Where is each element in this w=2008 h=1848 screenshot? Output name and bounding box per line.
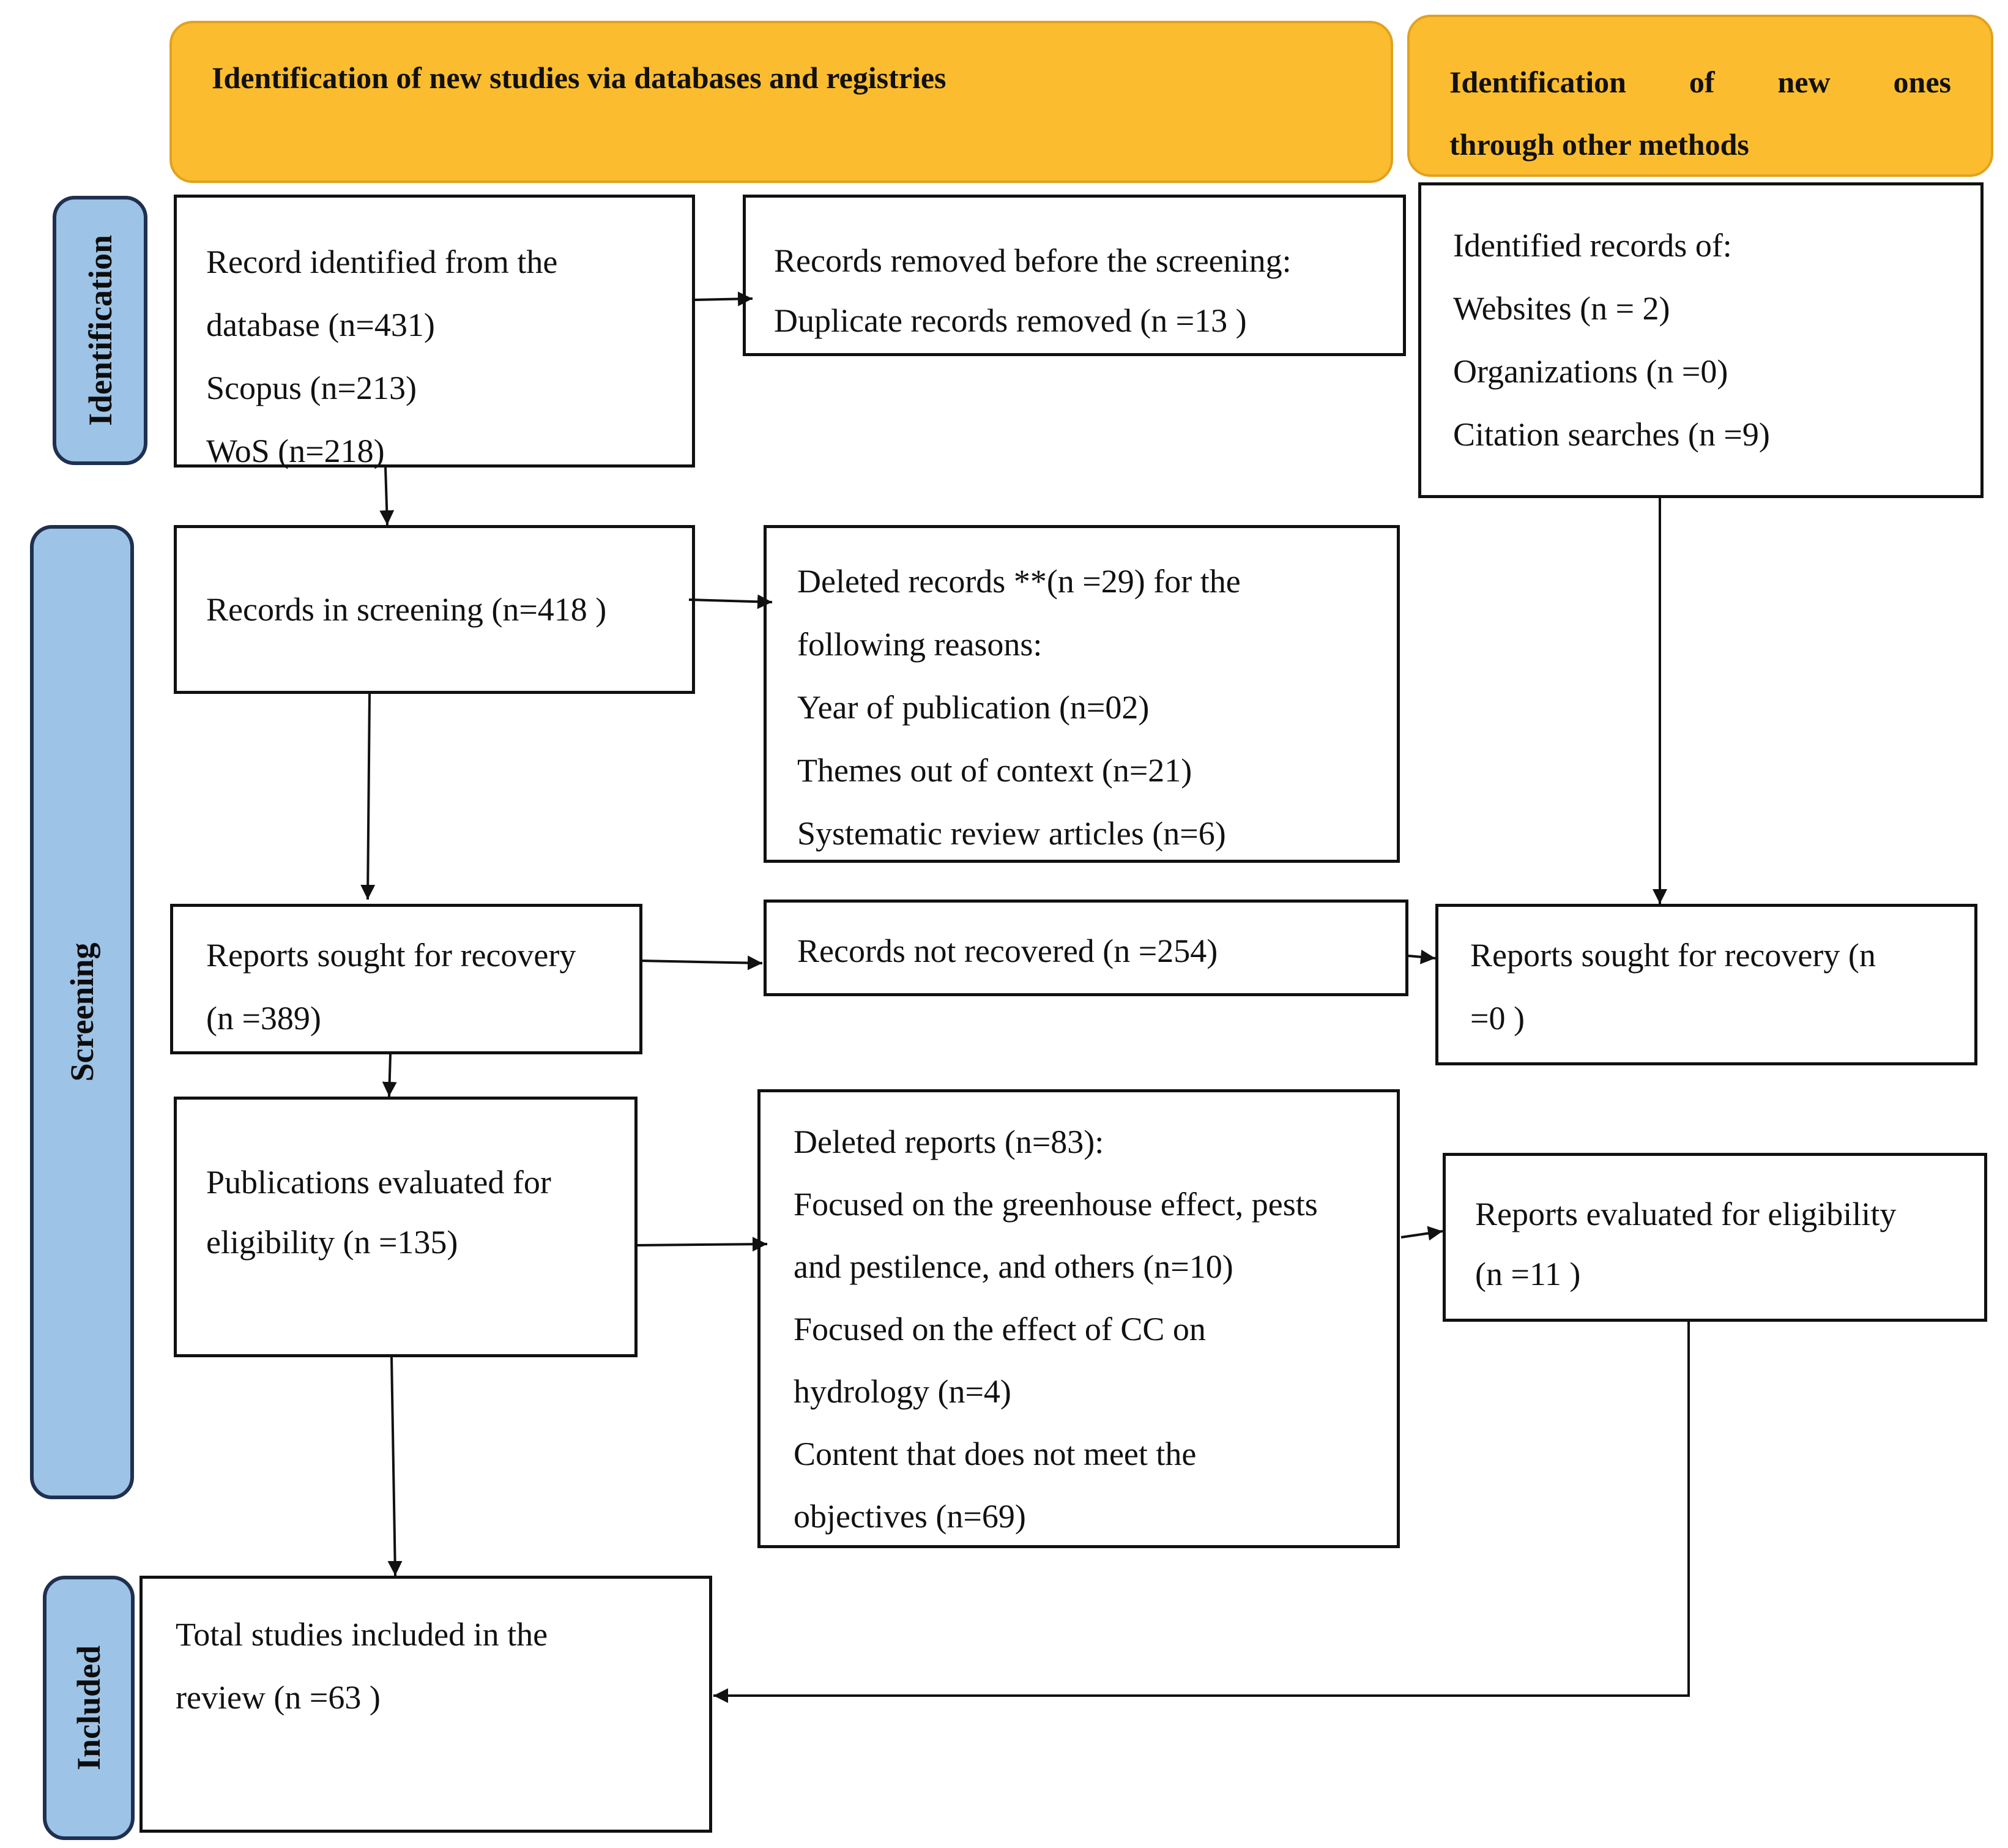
arrow-identified-to-removed [694,291,753,307]
box-text-line: Focused on the effect of CC on [794,1311,1206,1347]
box-text-line: database (n=431) [206,307,435,343]
box-text-line: Websites (n = 2) [1453,290,1670,327]
box-text-line: Deleted records **(n =29) for the [797,563,1241,600]
arrow-sought-to-evaluated [382,1054,397,1097]
box-text-line: Records in screening (n=418 ) [206,591,607,628]
box-record-identified: Record identified from the database (n=4… [174,195,695,469]
box-deleted-reports: Deleted reports (n=83): Focused on the g… [757,1089,1400,1548]
arrow-screening-to-sought [360,693,376,900]
box-text-line: Reports sought for recovery (n [1470,937,1876,974]
arrow-sought-to-not-recovered [639,955,763,971]
box-publications-evaluated: Publications evaluated for eligibility (… [174,1097,638,1357]
arrow-identified-to-screening [379,467,395,526]
box-other-reports-evaluated: Reports evaluated for eligibility (n =11… [1443,1153,1987,1322]
box-not-recovered: Records not recovered (n =254) [764,900,1408,996]
header-other-methods: Identification of new ones through other… [1407,15,1993,177]
box-text-line: hydrology (n=4) [794,1373,1011,1410]
phase-screening: Screening [30,525,134,1499]
arrow-not-recovered-to-other-sought [1408,949,1436,964]
box-text-line: objectives (n=69) [794,1498,1026,1535]
box-text-line: and pestilence, and others (n=10) [794,1248,1233,1285]
box-removed-before-screening: Records removed before the screening: Du… [743,195,1406,356]
box-text-line: Reports sought for recovery [206,937,576,974]
box-text-line: Total studies included in the [176,1616,548,1653]
box-text-line: review (n =63 ) [176,1679,381,1716]
phase-identification: Identification [53,196,147,465]
box-text-line: Identified records of: [1453,227,1732,264]
header-databases: Identification of new studies via databa… [169,21,1393,183]
arrow-deleted-reports-to-other-evaluated [1400,1226,1443,1241]
header-other-methods-line1: Identification of new ones [1449,65,1951,99]
box-text-line: Themes out of context (n=21) [797,752,1192,789]
box-text-line: eligibility (n =135) [206,1224,458,1261]
box-text-line: (n =389) [206,1000,321,1037]
header-databases-label: Identification of new studies via databa… [212,61,946,95]
box-text-line: WoS (n=218) [206,433,385,469]
box-other-reports-sought: Reports sought for recovery (n =0 ) [1435,904,1977,1065]
arrow-other-evaluated-to-included [713,1322,1690,1703]
box-text-line: Systematic review articles (n=6) [797,815,1226,852]
arrow-screening-to-deleted [688,594,773,609]
box-text-line: Year of publication (n=02) [797,689,1150,726]
box-text-line: following reasons: [797,626,1043,663]
box-text-line: Record identified from the [206,244,558,280]
box-text-line: Content that does not meet the [794,1436,1197,1472]
arrow-evaluated-to-deleted-reports [637,1237,768,1252]
box-deleted-records: Deleted records **(n =29) for the follow… [764,525,1400,863]
box-text-line: Records not recovered (n =254) [797,933,1218,969]
box-text-line: Scopus (n=213) [206,370,417,406]
box-text-line: Organizations (n =0) [1453,353,1728,390]
phase-included: Included [43,1576,135,1840]
box-total-included: Total studies included in the review (n … [139,1576,712,1833]
box-text-line: Focused on the greenhouse effect, pests [794,1186,1318,1223]
box-text-line: Reports evaluated for eligibility [1475,1196,1897,1232]
box-other-identified: Identified records of: Websites (n = 2) … [1418,182,1984,498]
box-text-line: (n =11 ) [1475,1256,1581,1292]
box-text-line: Deleted reports (n=83): [794,1123,1104,1160]
box-text-line: Citation searches (n =9) [1453,416,1770,453]
box-records-screening: Records in screening (n=418 ) [174,525,695,694]
box-reports-sought: Reports sought for recovery (n =389) [170,904,642,1054]
arrow-evaluated-to-included [387,1357,403,1576]
box-text-line: Publications evaluated for [206,1164,551,1201]
header-other-methods-line2: through other methods [1449,127,1749,162]
box-text-line: Records removed before the screening: [774,242,1292,279]
box-text-line: =0 ) [1470,1000,1525,1037]
box-text-line: Duplicate records removed (n =13 ) [774,302,1247,339]
